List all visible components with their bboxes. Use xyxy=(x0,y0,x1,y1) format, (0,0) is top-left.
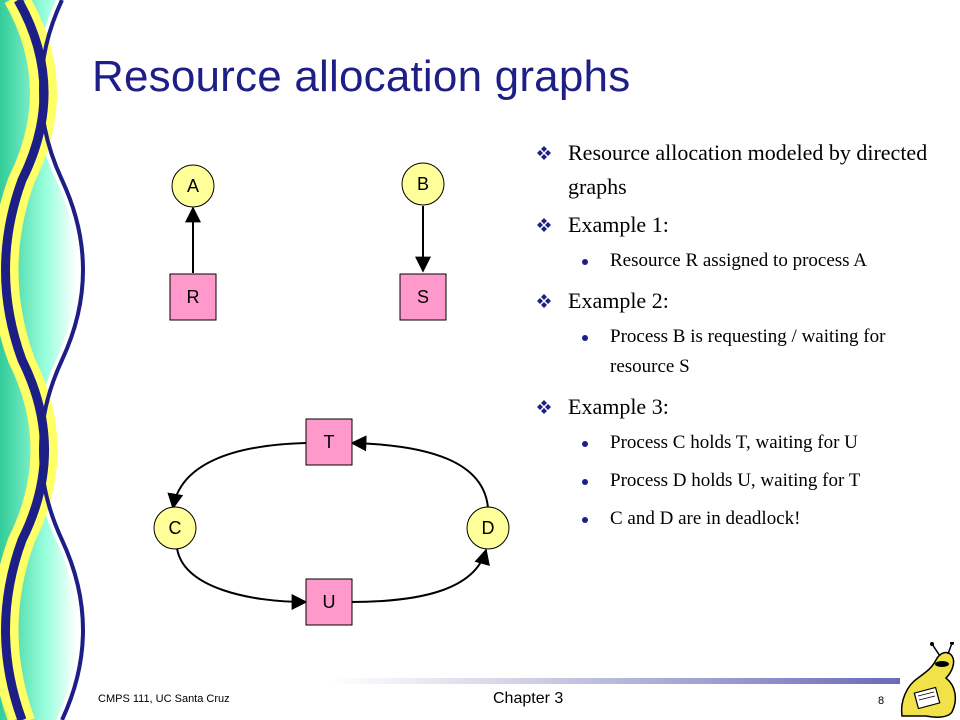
edge-d-to-t xyxy=(350,435,489,509)
bullet-text: Example 1: xyxy=(568,212,669,237)
footer-divider xyxy=(330,678,900,684)
sub-bullet-item: C and D are in deadlock! xyxy=(532,504,932,534)
bullet-text: Example 3: xyxy=(568,394,669,419)
process-node-b: B xyxy=(401,162,445,206)
slug-mascot-icon xyxy=(900,642,957,718)
bullet-item: Example 2: xyxy=(532,284,932,318)
sub-bullet-item: Process D holds U, waiting for T xyxy=(532,466,932,496)
bullet-item: Resource allocation modeled by directed … xyxy=(532,136,932,204)
sub-bullet-item: Process C holds T, waiting for U xyxy=(532,428,932,458)
process-node-a: A xyxy=(171,164,215,208)
diamond-bullet-icon xyxy=(537,218,551,232)
sub-bullet-text: Process C holds T, waiting for U xyxy=(610,432,858,453)
node-label-t: T xyxy=(324,432,335,452)
diamond-bullet-icon xyxy=(537,294,551,308)
left-wave-decoration xyxy=(0,0,85,720)
node-label-d: D xyxy=(482,518,495,538)
bullet-text: Resource allocation modeled by directed … xyxy=(568,140,928,199)
edge-t-to-c xyxy=(167,442,307,510)
resource-node-t: T xyxy=(305,418,353,466)
node-label-c: C xyxy=(169,518,182,538)
bullet-item: Example 3: xyxy=(532,390,932,424)
sub-bullet-item: Process B is requesting / waiting for re… xyxy=(532,322,932,382)
resource-node-s: S xyxy=(399,273,447,321)
sub-bullet-item: Resource R assigned to process A xyxy=(532,246,932,276)
process-node-d: D xyxy=(466,506,510,550)
diamond-bullet-icon xyxy=(537,146,551,160)
slide-title: Resource allocation graphs xyxy=(92,52,631,101)
node-label-s: S xyxy=(417,287,429,307)
resource-node-u: U xyxy=(305,578,353,626)
bullet-text: Example 2: xyxy=(568,288,669,313)
bullet-item: Example 1: xyxy=(532,208,932,242)
round-dot-icon xyxy=(582,479,588,485)
sub-bullet-text: Resource R assigned to process A xyxy=(610,250,867,271)
sub-bullet-text: Process D holds U, waiting for T xyxy=(610,470,861,491)
node-label-u: U xyxy=(323,592,336,612)
edge-c-to-u xyxy=(176,547,308,610)
sub-bullet-text: Process B is requesting / waiting for re… xyxy=(610,326,886,377)
node-label-r: R xyxy=(187,287,200,307)
node-label-a: A xyxy=(187,176,199,196)
edge-u-to-d xyxy=(349,548,490,603)
node-label-b: B xyxy=(417,174,429,194)
process-node-c: C xyxy=(153,506,197,550)
round-dot-icon xyxy=(582,259,588,265)
round-dot-icon xyxy=(582,441,588,447)
sub-bullet-text: C and D are in deadlock! xyxy=(610,508,801,529)
round-dot-icon xyxy=(582,335,588,341)
footer-chapter: Chapter 3 xyxy=(493,690,564,707)
diamond-bullet-icon xyxy=(537,400,551,414)
round-dot-icon xyxy=(582,517,588,523)
bullet-list: Resource allocation modeled by directed … xyxy=(532,136,932,542)
page-number: 8 xyxy=(878,695,885,707)
resource-node-r: R xyxy=(169,273,217,321)
footer-course: CMPS 111, UC Santa Cruz xyxy=(98,693,230,705)
